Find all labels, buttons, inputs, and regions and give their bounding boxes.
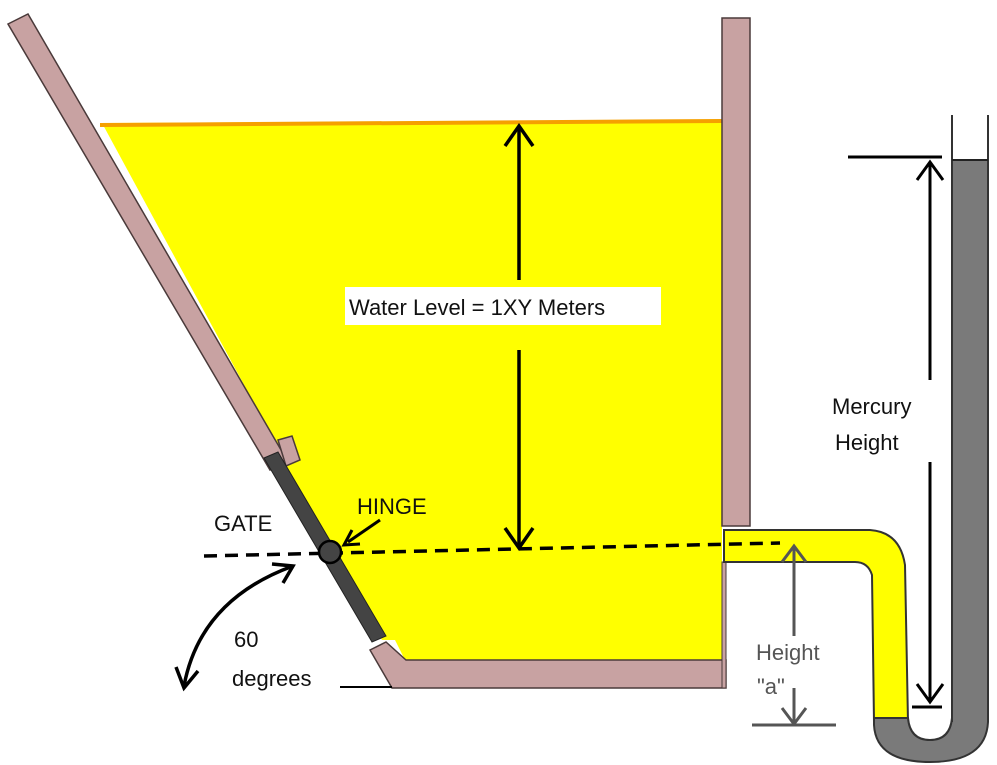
gate-stop-block (277, 435, 301, 468)
mercury-height-label-line1: Mercury (832, 394, 911, 419)
manometer-pipe-water (723, 529, 910, 723)
height-a-arrowhead-top (780, 543, 808, 563)
mercury-height-arrowhead-top (915, 159, 945, 181)
manometer-mercury-bend (873, 699, 989, 764)
hinge-pointer-line (347, 518, 381, 544)
water-body (100, 120, 722, 660)
gate-label: GATE (214, 511, 272, 536)
height-a-label-line2: "a" (757, 674, 785, 699)
mercury-height-arrowhead-bottom (915, 683, 945, 705)
angle-unit-label: degrees (232, 666, 312, 691)
hinge-label: HINGE (357, 494, 427, 519)
tank-right-wall-lower (721, 561, 727, 689)
mercury-height-label-line2: Height (835, 430, 899, 455)
water-level-arrowhead-bottom (503, 526, 535, 552)
manometer-mercury-column (952, 160, 988, 705)
angle-arc-arrowhead-top (271, 562, 296, 584)
hinge-reference-line (203, 541, 781, 558)
water-level-arrowhead-top (503, 122, 535, 148)
hinge-pointer-arrowhead (341, 529, 361, 547)
water-level-label-box (345, 287, 661, 325)
hinge-pin (317, 539, 343, 565)
water-surface (99, 119, 723, 127)
angle-arc (182, 564, 294, 687)
height-a-label-line1: Height (756, 640, 820, 665)
angle-arc-arrowhead-bottom (174, 666, 200, 692)
tank-right-wall-upper (721, 17, 751, 527)
angle-value-label: 60 (234, 627, 258, 652)
water-level-label: Water Level = 1XY Meters (349, 295, 605, 320)
